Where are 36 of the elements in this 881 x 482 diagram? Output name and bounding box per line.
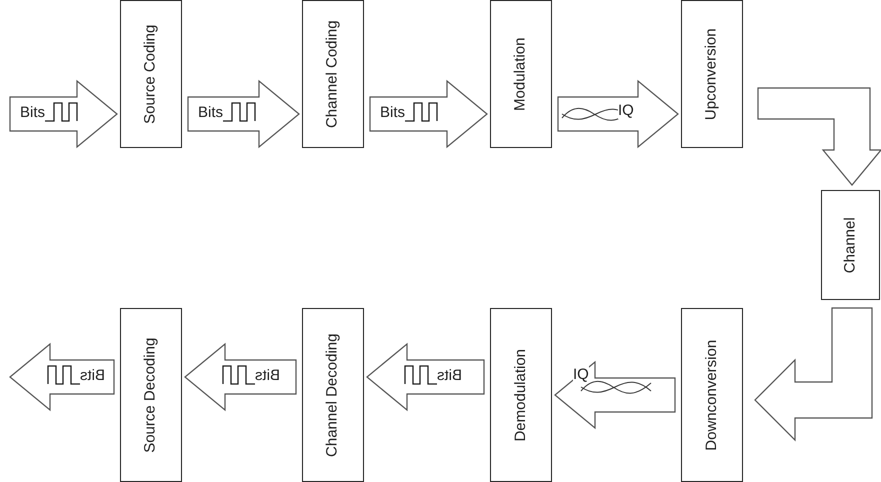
process-box [302, 0, 364, 148]
edge-label: Bits [437, 368, 462, 383]
process-box [821, 190, 880, 300]
process-box [681, 308, 743, 482]
edge-label: Bits [80, 368, 106, 383]
process-box [120, 0, 182, 148]
process-box [302, 308, 364, 482]
block-arrow [369, 80, 488, 148]
edge-label: Bits [255, 368, 280, 383]
edge-label: IQ [573, 366, 589, 383]
block-arrow [184, 342, 297, 412]
process-box [490, 0, 552, 148]
block-arrow [366, 342, 485, 412]
box-label: Upconversion [702, 28, 721, 120]
box-label: Source Coding [140, 24, 160, 124]
edge-label: Bits [198, 105, 224, 120]
block-arrow [754, 307, 873, 442]
box-label: Channel [840, 217, 860, 273]
process-box [681, 0, 743, 148]
box-label: Source Decoding [140, 337, 160, 453]
block-arrow [9, 342, 115, 412]
process-box [490, 308, 552, 482]
process-box [120, 308, 182, 482]
box-label: Modulation [510, 37, 530, 111]
box-label: Downconversion [702, 340, 721, 450]
box-label: Channel Coding [322, 20, 342, 128]
block-arrow [757, 87, 881, 186]
edge-label: Bits [380, 105, 406, 120]
block-arrow [9, 80, 118, 148]
box-label: Demodulation [510, 348, 530, 442]
box-label: Channel Decoding [322, 333, 342, 457]
edge-label: Bits [20, 105, 46, 120]
block-arrow [554, 360, 676, 430]
block-arrow [187, 80, 300, 148]
block-arrow [557, 80, 679, 148]
edge-label: IQ [618, 102, 634, 119]
